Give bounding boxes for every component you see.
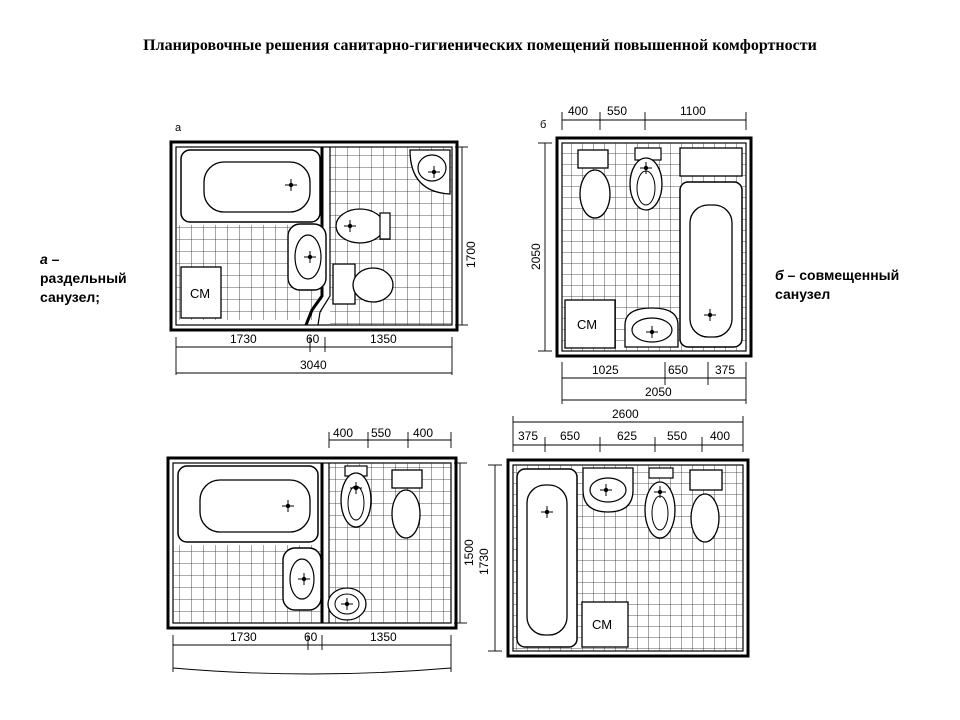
plan-a: a СМ — [169, 122, 478, 375]
plan-b-letter: б — [540, 119, 546, 131]
plan-d-outer-wall — [506, 458, 750, 658]
plan-d-washer: СМ — [581, 601, 629, 648]
plan-d-top-4: 550 — [667, 429, 687, 443]
label-a-line3: санузел; — [40, 289, 100, 305]
plan-d-washer-label: СМ — [592, 617, 612, 632]
plan-c-bottom-2: 60 — [304, 630, 318, 644]
plan-b-side: 2050 — [529, 243, 543, 270]
plan-b-washer-label: СМ — [577, 317, 597, 332]
plan-b-total: 2050 — [645, 385, 672, 399]
plan-b-washer: СМ — [564, 299, 616, 349]
plan-b-top-3: 1100 — [680, 104, 706, 118]
plan-d: СМ 2600 375 650 625 550 400 1730 — [477, 407, 750, 658]
label-b-rest: – совмещенный — [783, 267, 900, 283]
plan-c-top-1: 400 — [333, 426, 353, 440]
label-b-line2: санузел — [775, 286, 831, 302]
plan-c-dimensions — [172, 432, 467, 675]
plan-a-washer-label: СМ — [190, 286, 210, 301]
plan-d-sink — [582, 467, 634, 513]
plan-a-bidet — [335, 208, 391, 244]
plan-c: 400 550 400 1500 1730 60 1350 — [166, 426, 476, 675]
label-a-letter: а — [40, 251, 48, 267]
page-title: Планировочные решения санитарно-гигиенич… — [143, 37, 817, 54]
plan-b-dimensions — [538, 112, 747, 404]
plan-a-dim-1: 1730 — [230, 332, 257, 346]
plan-b: б СМ — [529, 104, 753, 404]
plan-c-sink — [282, 547, 322, 611]
plan-b-top-1: 400 — [568, 104, 588, 118]
plan-c-bidet — [340, 465, 372, 528]
plan-a-total: 3040 — [300, 358, 327, 372]
plan-d-toilet — [689, 469, 723, 543]
plan-a-bathtub — [180, 149, 321, 223]
plan-c-side: 1500 — [462, 539, 476, 566]
plan-a-toilet — [332, 263, 394, 305]
plan-b-shelf — [679, 147, 743, 177]
plan-b-toilet — [577, 149, 611, 219]
plan-d-bidet — [644, 467, 676, 539]
plan-c-outer-wall — [166, 456, 458, 630]
label-b-letter: б — [775, 267, 784, 283]
plan-b-top-2: 550 — [607, 104, 627, 118]
plan-c-bottom-1: 1730 — [230, 630, 257, 644]
plan-b-bidet — [629, 147, 663, 211]
plan-a-dimensions — [175, 146, 468, 375]
plan-d-top-5: 400 — [710, 429, 730, 443]
plan-d-top-2: 650 — [560, 429, 580, 443]
plan-d-dimensions — [488, 416, 744, 652]
plan-d-top-3: 625 — [617, 429, 637, 443]
plan-c-corner-sink — [327, 587, 367, 621]
label-a: а – раздельный санузел; — [40, 250, 127, 307]
plan-a-side: 1700 — [464, 241, 478, 268]
plan-b-outer-wall — [555, 136, 753, 358]
plan-a-letter: a — [175, 122, 182, 134]
plan-c-bathtub — [177, 465, 319, 543]
plan-c-bottom-3: 1350 — [370, 630, 397, 644]
plan-d-total-top: 2600 — [612, 407, 639, 421]
plan-d-top-1: 375 — [518, 429, 538, 443]
plan-c-top-3: 400 — [413, 426, 433, 440]
plan-a-partition — [304, 147, 324, 326]
plan-b-bottom-1: 1025 — [592, 363, 619, 377]
plan-a-washer: СМ — [180, 266, 222, 319]
plan-a-corner-sink — [409, 149, 451, 195]
plan-b-bottom-3: 375 — [715, 363, 735, 377]
plan-b-bathtub — [679, 181, 743, 348]
plan-b-sink — [624, 307, 679, 348]
label-b: б – совмещенный санузел — [775, 266, 899, 304]
plan-a-outer-wall — [169, 140, 459, 332]
plan-a-dim-2: 60 — [306, 332, 320, 346]
label-a-dash: – — [47, 251, 60, 267]
plan-b-bottom-2: 650 — [668, 363, 688, 377]
plan-c-toilet — [391, 469, 423, 539]
plan-d-bathtub — [516, 468, 578, 648]
plan-a-sink — [287, 223, 327, 291]
plan-d-side: 1730 — [477, 548, 491, 575]
plan-a-dim-3: 1350 — [370, 332, 397, 346]
label-a-line2: раздельный — [40, 270, 127, 286]
plan-c-top-2: 550 — [371, 426, 391, 440]
